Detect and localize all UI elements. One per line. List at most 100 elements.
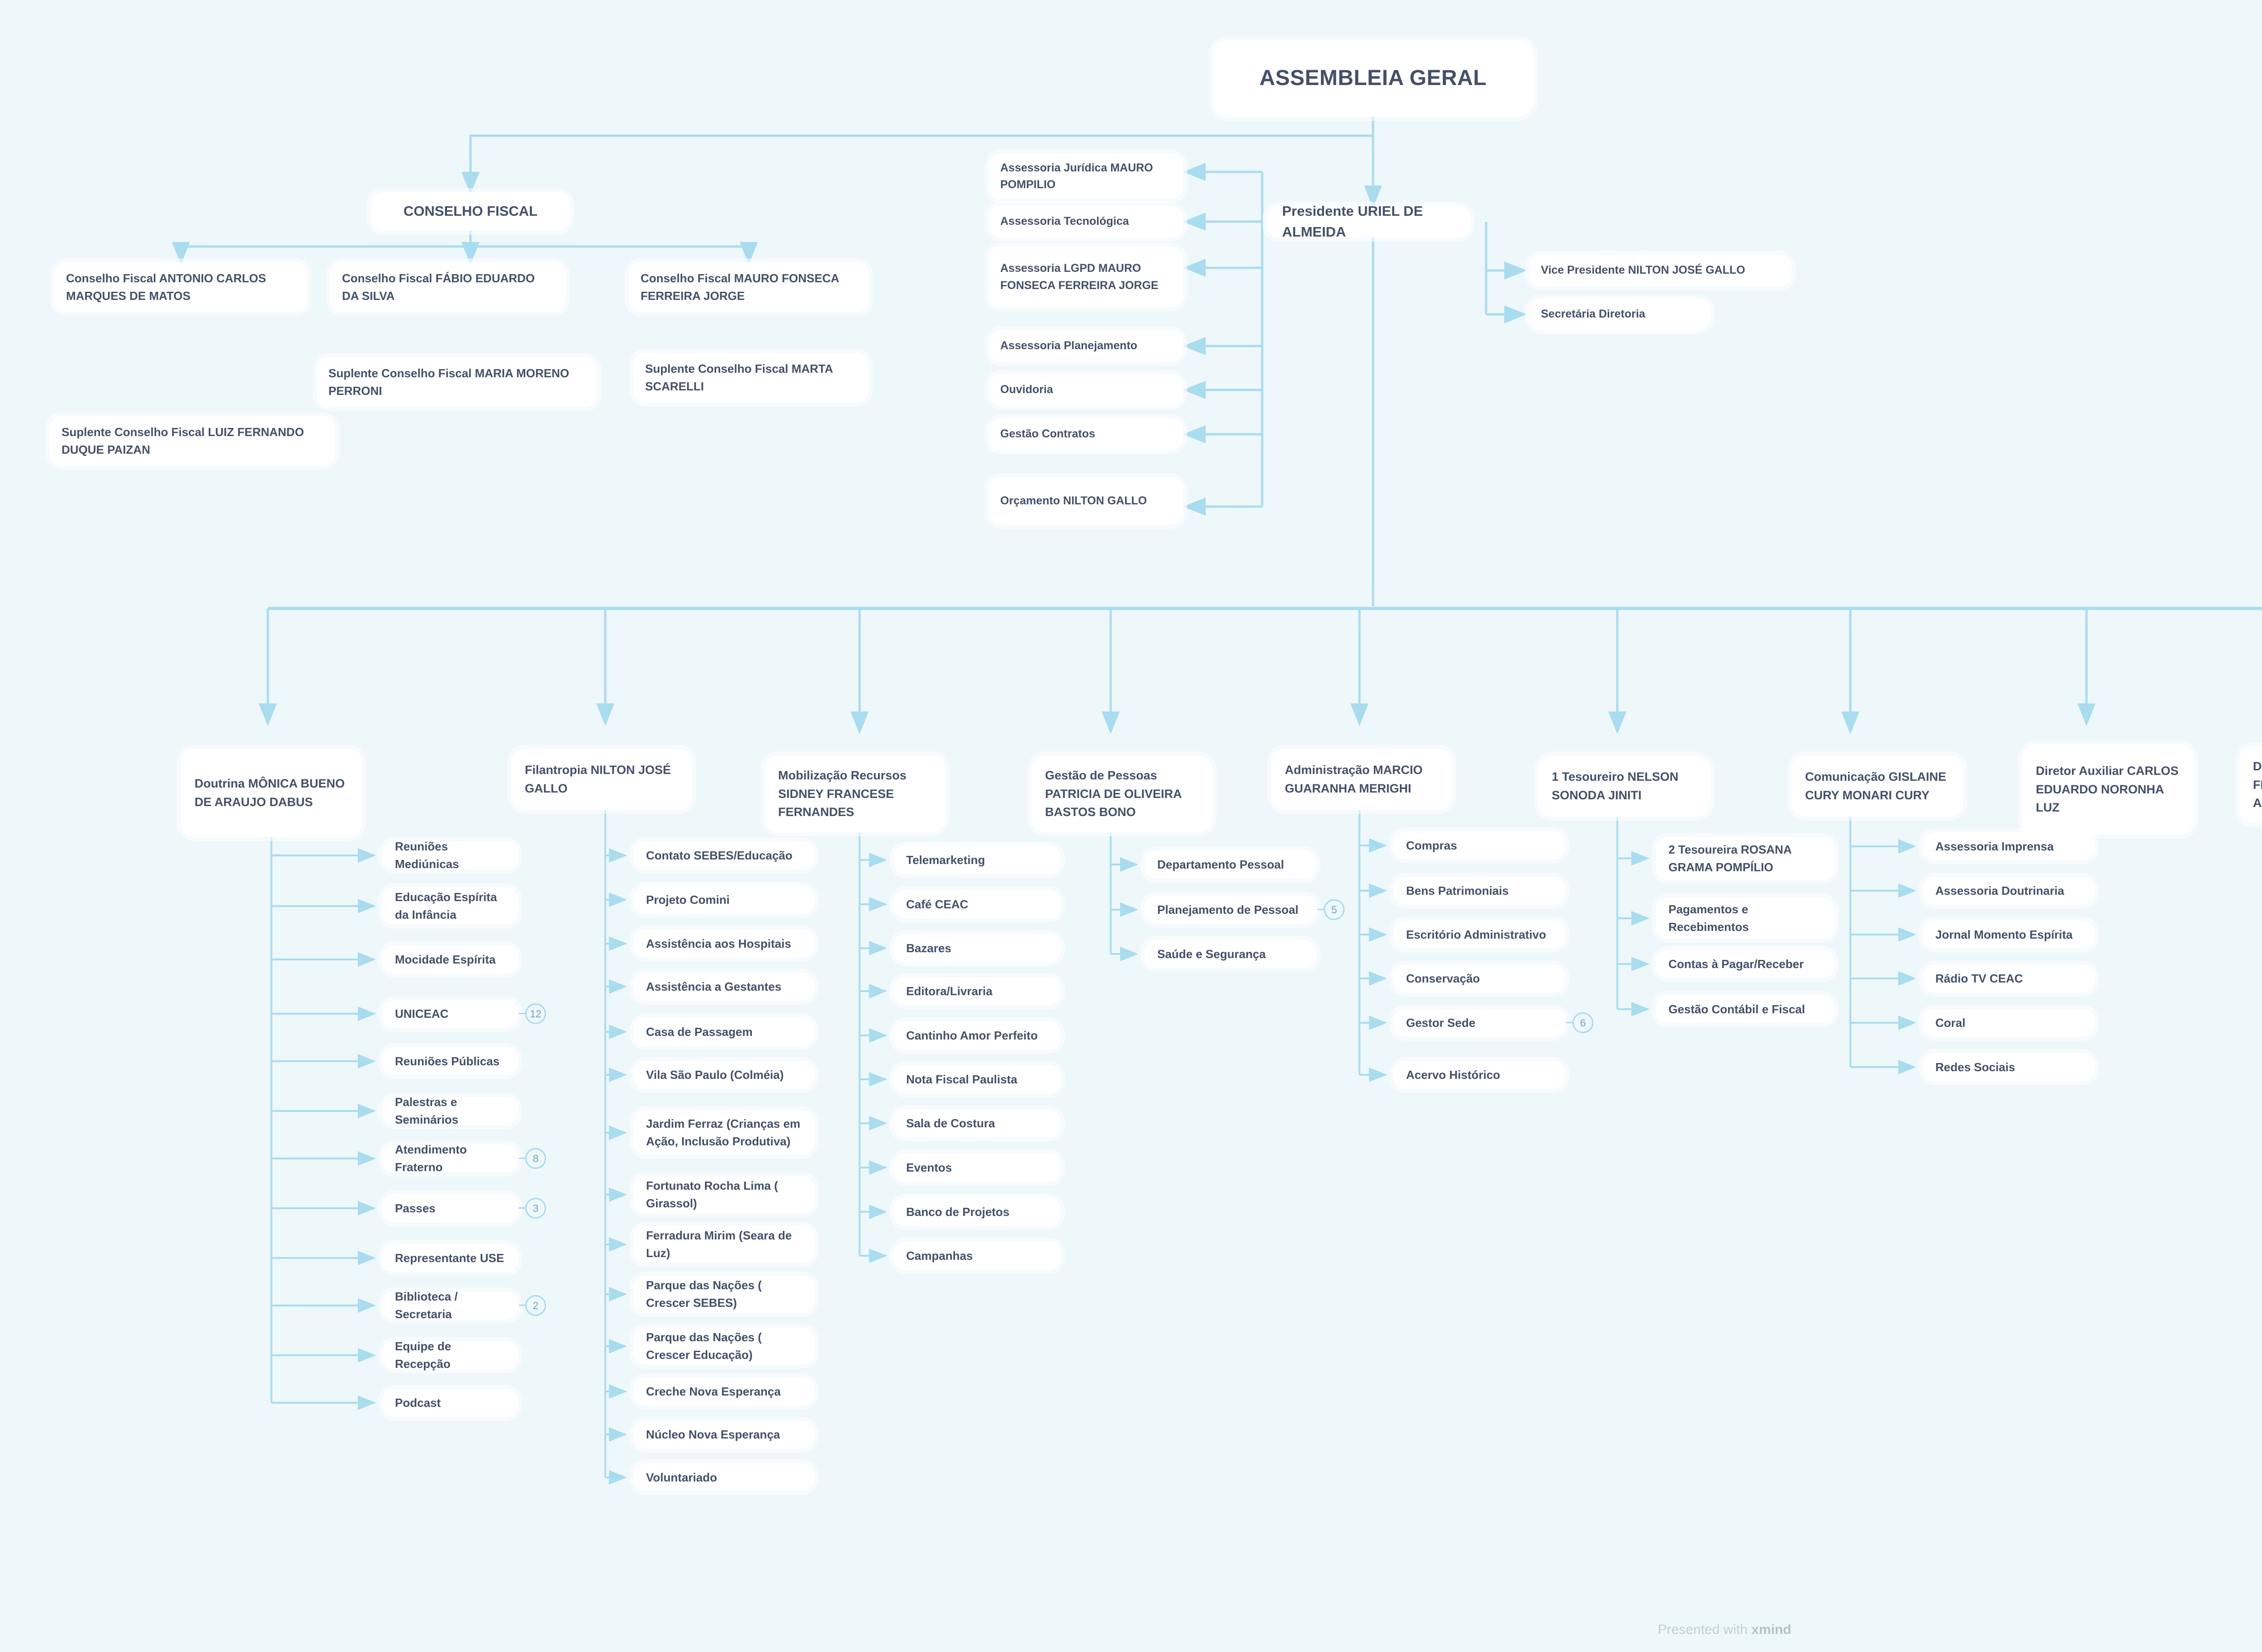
child-node-filantropia-6[interactable]: Vila São Paulo (Colméia): [633, 1061, 814, 1089]
gestao-contratos-node[interactable]: Gestão Contratos: [988, 418, 1183, 450]
child-node-doutrina-5[interactable]: Reuniões Públicas: [382, 1047, 518, 1075]
child-node-gestao-pessoas-2[interactable]: Planejamento de Pessoal: [1145, 896, 1316, 924]
presidente-node[interactable]: Presidente URIEL DE ALMEIDA: [1267, 203, 1470, 240]
conselho-fiscal-member-1[interactable]: Conselho Fiscal ANTONIO CARLOS MARQUES D…: [54, 262, 308, 312]
child-node-administracao-2[interactable]: Bens Patrimoniais: [1393, 877, 1565, 905]
child-node-comunicacao-2[interactable]: Assessoria Doutrinaria: [1923, 877, 2095, 905]
child-node-comunicacao-1[interactable]: Assessoria Imprensa: [1923, 832, 2095, 860]
department-node-dir-carlos[interactable]: Diretor Auxiliar CARLOS EDUARDO NORONHA …: [2022, 744, 2194, 835]
child-node-doutrina-2[interactable]: Educação Espírita da Infância: [382, 888, 518, 925]
child-node-tesouraria-1[interactable]: 2 Tesoureira ROSANA GRAMA POMPÍLIO: [1656, 837, 1834, 880]
child-node-mobilizacao-10[interactable]: Campanhas: [893, 1242, 1061, 1270]
child-node-doutrina-12[interactable]: Podcast: [382, 1389, 518, 1417]
child-node-filantropia-8[interactable]: Fortunato Rocha Lima ( Girassol): [633, 1176, 814, 1213]
badge-stem: [1317, 909, 1324, 910]
child-node-filantropia-2[interactable]: Projeto Comini: [633, 886, 814, 914]
child-node-comunicacao-4[interactable]: Rádio TV CEAC: [1923, 964, 2095, 992]
secretaria-diretoria-node[interactable]: Secretária Diretoria: [1529, 299, 1710, 330]
child-node-mobilizacao-3[interactable]: Bazares: [893, 934, 1061, 962]
child-node-comunicacao-3[interactable]: Jornal Momento Espírita: [1923, 921, 2095, 949]
collapse-badge-doutrina-4[interactable]: 12: [525, 1003, 546, 1024]
assessoria-tecnologica-node[interactable]: Assessoria Tecnológica: [988, 206, 1183, 237]
footer-prefix: Presented with: [1658, 1622, 1752, 1637]
child-node-gestao-pessoas-1[interactable]: Departamento Pessoal: [1145, 850, 1316, 878]
child-node-mobilizacao-2[interactable]: Café CEAC: [893, 890, 1061, 918]
child-node-filantropia-7[interactable]: Jardim Ferraz (Crianças em Ação, Inclusã…: [633, 1111, 814, 1155]
child-node-administracao-6[interactable]: Acervo Histórico: [1393, 1061, 1565, 1089]
child-node-mobilizacao-6[interactable]: Nota Fiscal Paulista: [893, 1065, 1061, 1093]
child-node-doutrina-9[interactable]: Representante USE: [382, 1244, 518, 1272]
child-node-gestao-pessoas-3[interactable]: Saúde e Segurança: [1145, 940, 1316, 968]
child-node-doutrina-6[interactable]: Palestras e Seminários: [382, 1095, 518, 1126]
badge-stem: [519, 1305, 525, 1306]
child-node-filantropia-14[interactable]: Voluntariado: [633, 1463, 814, 1491]
assessoria-lgpd-node[interactable]: Assessoria LGPD MAURO FONSECA FERREIRA J…: [988, 247, 1183, 308]
child-node-tesouraria-4[interactable]: Gestão Contábil e Fiscal: [1656, 995, 1834, 1023]
child-node-administracao-1[interactable]: Compras: [1393, 831, 1565, 859]
child-label: Redes Sociais: [1935, 1060, 2015, 1074]
department-node-dir-francisco[interactable]: Diretor Auxiliar FRANCISCO JOÃO DE AMORI…: [2239, 746, 2262, 823]
conselho-fiscal-header[interactable]: CONSELHO FISCAL: [371, 192, 570, 231]
node-label: Vice Presidente NILTON JOSÉ GALLO: [1541, 264, 1745, 277]
ouvidoria-node[interactable]: Ouvidoria: [988, 374, 1183, 406]
department-node-mobilizacao[interactable]: Mobilização Recursos SIDNEY FRANCESE FER…: [765, 755, 946, 832]
child-node-filantropia-11[interactable]: Parque das Nações ( Crescer Educação): [633, 1328, 814, 1365]
collapse-badge-gestao-pessoas-2[interactable]: 5: [1324, 899, 1345, 920]
child-label: Assistência a Gestantes: [646, 979, 782, 993]
child-node-filantropia-12[interactable]: Creche Nova Esperança: [633, 1377, 814, 1405]
child-node-mobilizacao-7[interactable]: Sala de Costura: [893, 1109, 1061, 1137]
child-node-doutrina-1[interactable]: Reuniões Mediúnicas: [382, 840, 518, 871]
collapse-badge-doutrina-8[interactable]: 3: [525, 1198, 546, 1219]
child-node-doutrina-7[interactable]: Atendimento Fraterno: [382, 1143, 518, 1174]
conselho-fiscal-member-2[interactable]: Conselho Fiscal FÁBIO EDUARDO DA SILVA: [330, 262, 566, 312]
child-node-mobilizacao-9[interactable]: Banco de Projetos: [893, 1198, 1061, 1226]
vice-presidente-node[interactable]: Vice Presidente NILTON JOSÉ GALLO: [1529, 255, 1792, 286]
child-node-tesouraria-2[interactable]: Pagamentos e Recebimentos: [1656, 898, 1834, 939]
child-node-comunicacao-5[interactable]: Coral: [1923, 1009, 2095, 1037]
child-node-filantropia-9[interactable]: Ferradura Mirim (Seara de Luz): [633, 1226, 814, 1263]
child-label: Editora/Livraria: [906, 984, 993, 998]
child-node-filantropia-13[interactable]: Núcleo Nova Esperança: [633, 1420, 814, 1448]
child-node-doutrina-8[interactable]: Passes: [382, 1194, 518, 1222]
child-node-mobilizacao-1[interactable]: Telemarketing: [893, 846, 1061, 874]
root-node-assembleia-geral[interactable]: ASSEMBLEIA GERAL: [1212, 40, 1534, 117]
conselho-fiscal-suplente-3[interactable]: Suplente Conselho Fiscal LUIZ FERNANDO D…: [50, 416, 335, 466]
child-node-administracao-3[interactable]: Escritório Administrativo: [1393, 921, 1565, 949]
child-node-administracao-4[interactable]: Conservação: [1393, 964, 1565, 992]
department-node-administracao[interactable]: Administração MARCIO GUARANHA MERIGHI: [1271, 749, 1452, 810]
collapse-badge-doutrina-10[interactable]: 2: [525, 1295, 546, 1316]
child-node-filantropia-1[interactable]: Contato SEBES/Educação: [633, 841, 814, 869]
child-node-doutrina-3[interactable]: Mocidade Espírita: [382, 945, 518, 973]
child-label: Sala de Costura: [906, 1116, 995, 1130]
child-node-mobilizacao-4[interactable]: Editora/Livraria: [893, 977, 1061, 1005]
child-node-doutrina-10[interactable]: Biblioteca / Secretaria: [382, 1290, 518, 1321]
child-node-tesouraria-3[interactable]: Contas à Pagar/Receber: [1656, 950, 1834, 978]
child-label: Campanhas: [906, 1248, 973, 1263]
child-node-administracao-5[interactable]: Gestor Sede: [1393, 1009, 1565, 1037]
collapse-badge-doutrina-7[interactable]: 8: [525, 1148, 546, 1169]
child-node-mobilizacao-5[interactable]: Cantinho Amor Perfeito: [893, 1021, 1061, 1049]
department-node-tesouraria[interactable]: 1 Tesoureiro NELSON SONODA JINITI: [1538, 755, 1710, 817]
child-label: Banco de Projetos: [906, 1205, 1010, 1219]
child-node-mobilizacao-8[interactable]: Eventos: [893, 1154, 1061, 1182]
child-label: Podcast: [395, 1396, 441, 1410]
child-node-filantropia-5[interactable]: Casa de Passagem: [633, 1018, 814, 1046]
department-label: 1 Tesoureiro NELSON SONODA JINITI: [1552, 770, 1679, 802]
conselho-fiscal-suplente-1[interactable]: Suplente Conselho Fiscal MARIA MORENO PE…: [317, 357, 597, 407]
child-node-filantropia-4[interactable]: Assistência a Gestantes: [633, 973, 814, 1001]
department-node-filantropia[interactable]: Filantropia NILTON JOSÉ GALLO: [511, 749, 692, 810]
assessoria-juridica-node[interactable]: Assessoria Jurídica MAURO POMPILIO: [988, 154, 1183, 199]
conselho-fiscal-member-3[interactable]: Conselho Fiscal MAURO FONSECA FERREIRA J…: [629, 262, 869, 312]
assessoria-planejamento-node[interactable]: Assessoria Planejamento: [988, 330, 1183, 362]
department-node-comunicacao[interactable]: Comunicação GISLAINE CURY MONARI CURY: [1792, 755, 1963, 817]
department-node-gestao-pessoas[interactable]: Gestão de Pessoas PATRICIA DE OLIVEIRA B…: [1031, 755, 1212, 832]
conselho-fiscal-suplente-2[interactable]: Suplente Conselho Fiscal MARTA SCARELLI: [633, 353, 869, 403]
child-node-comunicacao-6[interactable]: Redes Sociais: [1923, 1053, 2095, 1081]
child-node-doutrina-4[interactable]: UNICEAC: [382, 1000, 518, 1028]
child-node-doutrina-11[interactable]: Equipe de Recepção: [382, 1339, 518, 1371]
orcamento-node[interactable]: Orçamento NILTON GALLO: [988, 477, 1183, 525]
child-node-filantropia-10[interactable]: Parque das Nações ( Crescer SEBES): [633, 1276, 814, 1313]
collapse-badge-administracao-5[interactable]: 6: [1573, 1012, 1593, 1033]
department-node-doutrina[interactable]: Doutrina MÔNICA BUENO DE ARAUJO DABUS: [181, 749, 362, 837]
child-node-filantropia-3[interactable]: Assistência aos Hospitais: [633, 930, 814, 958]
